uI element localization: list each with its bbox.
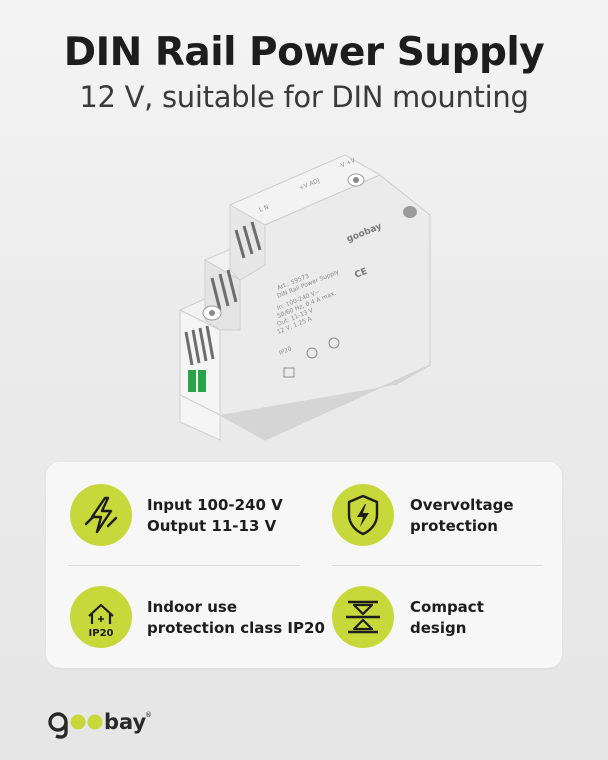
features-card: Input 100-240 V Output 11-13 V Overvolta… (46, 462, 562, 668)
registered-mark: ® (145, 711, 152, 719)
svg-text:bay: bay (104, 710, 147, 734)
divider-right (332, 565, 542, 566)
svg-text:CE: CE (353, 267, 369, 281)
feature-line1: Overvoltage (410, 496, 514, 514)
divider-left (68, 565, 300, 566)
feature-line1: Indoor use (147, 598, 238, 616)
feature-line2: protection class IP20 (147, 619, 325, 637)
feature-line2: design (410, 619, 467, 637)
feature-line2: Output 11-13 V (147, 517, 277, 535)
compress-arrows-icon (332, 586, 394, 648)
feature-indoor-ip20: IP20 Indoor use protection class IP20 (70, 584, 325, 654)
feature-input-output: Input 100-240 V Output 11-13 V (70, 482, 300, 552)
house-ip20-icon: IP20 (70, 586, 132, 648)
feature-line1: Compact (410, 598, 484, 616)
ip20-icon-label: IP20 (89, 628, 114, 639)
page-subtitle: 12 V, suitable for DIN mounting (79, 80, 529, 114)
svg-text:L N: L N (258, 204, 270, 214)
svg-text:IP20: IP20 (278, 345, 293, 356)
product-image: Art.: 59573 DIN Rail Power Supply In: 10… (160, 150, 450, 450)
goobay-logo: bay ® (46, 704, 166, 740)
page-title: DIN Rail Power Supply (63, 30, 545, 75)
feature-line1: Input 100-240 V (147, 496, 283, 514)
feature-line2: protection (410, 517, 498, 535)
goobay-logo-mark: bay ® (48, 710, 152, 739)
feature-overvoltage: Overvoltage protection (332, 482, 542, 552)
din-rail-power-supply-illustration: Art.: 59573 DIN Rail Power Supply In: 10… (178, 154, 431, 441)
shield-bolt-icon (332, 484, 394, 546)
feature-compact: Compact design (332, 584, 542, 654)
lightning-bolt-icon (70, 484, 132, 546)
